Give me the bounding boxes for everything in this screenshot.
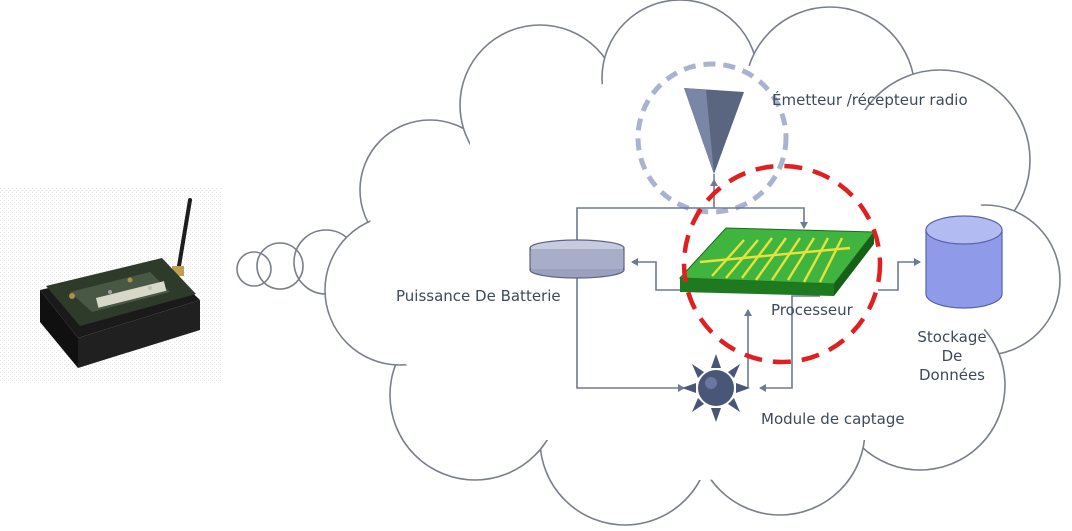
connectors	[576, 179, 921, 392]
label-radio-transceiver: Émetteur /récepteur radio	[772, 91, 968, 109]
label-data-storage-line2: De	[941, 346, 963, 365]
label-data-storage-line1: Stockage	[917, 328, 987, 346]
processor-chip-icon	[678, 227, 875, 296]
battery-icon	[529, 239, 625, 279]
sensor-node-device	[0, 188, 222, 384]
label-processor: Processeur	[771, 301, 853, 319]
processor-highlight-circle	[681, 163, 883, 365]
label-battery-power: Puissance De Batterie	[396, 287, 561, 305]
label-data-storage-line3: Données	[918, 365, 985, 384]
label-data-storage: Stockage De Données	[904, 328, 1000, 384]
sensor-starburst-icon	[682, 354, 750, 422]
radio-halo	[635, 61, 789, 215]
label-sensing-module: Module de captage	[761, 410, 905, 428]
database-cylinder-icon	[925, 215, 1003, 309]
